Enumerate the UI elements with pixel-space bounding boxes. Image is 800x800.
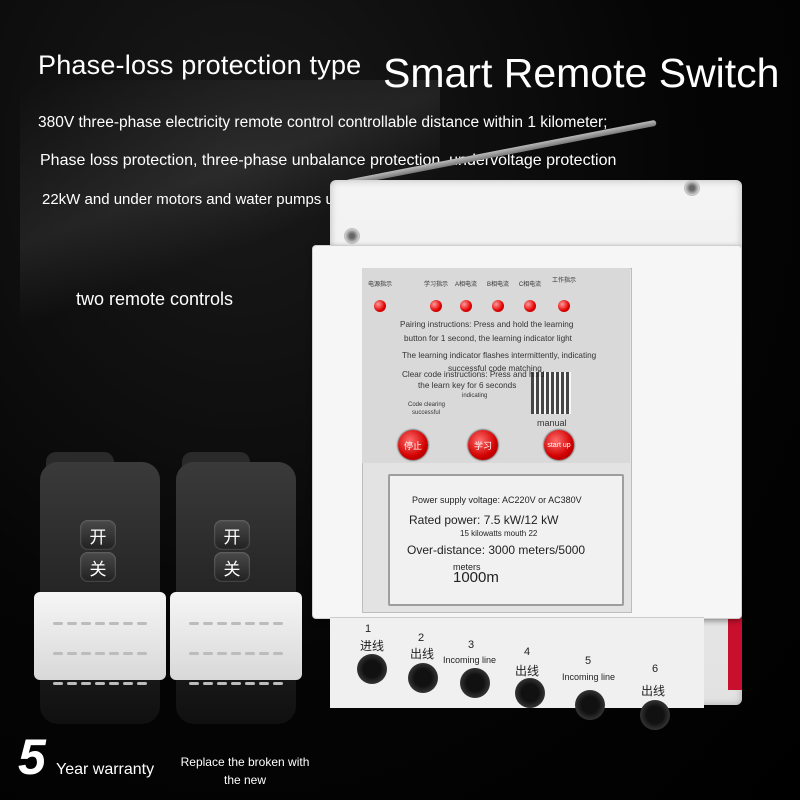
- rating-label-box: [388, 474, 624, 606]
- right-title: Smart Remote Switch: [383, 50, 780, 96]
- terminal-number: 5: [585, 655, 592, 667]
- supply-voltage-text: Power supply voltage: AC220V or AC380V: [412, 495, 582, 505]
- instruction-line: Code clearing: [408, 402, 446, 408]
- rated-power-subtext: 15 kilowatts mouth 22: [460, 529, 538, 538]
- terminal-number: 3: [468, 639, 475, 651]
- screw-icon: [344, 228, 360, 244]
- distance-big: 1000m: [453, 569, 499, 586]
- phase-c-led: [524, 300, 536, 312]
- learn-indicator-led: [430, 300, 442, 312]
- terminal-label: Incoming line: [562, 672, 616, 682]
- terminal-hole: [640, 700, 670, 730]
- instruction-line: button for 1 second, the learning indica…: [404, 334, 572, 343]
- remote-1-on-button[interactable]: 开: [80, 520, 116, 550]
- rated-power-text: Rated power: 7.5 kW/12 kW: [409, 513, 559, 527]
- indicator-label: 电源指示: [368, 282, 393, 288]
- remote-2-off-button[interactable]: 关: [214, 552, 250, 582]
- terminal-hole: [460, 668, 490, 698]
- terminal-hole: [515, 678, 545, 708]
- start-button[interactable]: start up: [544, 430, 574, 460]
- indicator-label: 工作指示: [552, 278, 577, 284]
- terminal-number: 6: [652, 663, 659, 675]
- replace-text: Replace the broken with the new: [180, 755, 310, 787]
- feature-line-2: Phase loss protection, three-phase unbal…: [40, 152, 617, 169]
- warranty-number: 5: [18, 729, 46, 785]
- distance-continued: meters: [453, 562, 481, 572]
- terminal-label: 出线: [410, 647, 435, 661]
- terminal-hole: [408, 663, 438, 693]
- remote-1-clip: [34, 592, 166, 685]
- terminal-number: 4: [524, 646, 531, 658]
- indicator-label: A相电流: [454, 282, 477, 288]
- stop-button[interactable]: 停止: [398, 430, 428, 460]
- power-indicator-led: [374, 300, 386, 312]
- feature-line-3: 22kW and under motors and water pumps us…: [42, 191, 410, 208]
- terminal-label: 出线: [515, 664, 540, 678]
- remote-2-clip: [170, 592, 302, 685]
- left-title: Phase-loss protection type: [38, 50, 362, 80]
- indicator-label: 学习指示: [424, 282, 449, 288]
- terminal-number: 1: [365, 623, 372, 635]
- instruction-line: successful code matching: [448, 364, 542, 373]
- warranty-text: Year warranty: [56, 761, 155, 778]
- work-indicator-led: [558, 300, 570, 312]
- remote-2-on-button[interactable]: 开: [214, 520, 250, 550]
- terminal-label: 进线: [360, 639, 385, 653]
- learn-button[interactable]: 学习: [468, 430, 498, 460]
- instruction-line: Clear code instructions: Press and hold: [402, 370, 545, 379]
- indicator-label: C相电流: [518, 282, 542, 288]
- terminal-hole: [357, 654, 387, 684]
- phase-b-led: [492, 300, 504, 312]
- instruction-line: the learn key for 6 seconds: [418, 381, 517, 390]
- terminal-label: 出线: [641, 684, 666, 698]
- qr-caption: manual: [537, 418, 567, 428]
- terminal-hole: [575, 690, 605, 720]
- distance-text: Over-distance: 3000 meters/5000: [407, 543, 586, 557]
- indicator-label: B相电流: [486, 282, 509, 288]
- terminal-label: Incoming line: [443, 655, 497, 665]
- feature-line-1: 380V three-phase electricity remote cont…: [38, 114, 608, 131]
- terminal-number: 2: [418, 632, 425, 644]
- instruction-line: The learning indicator flashes intermitt…: [402, 351, 597, 360]
- qr-code-icon: [531, 372, 571, 414]
- phase-a-led: [460, 300, 472, 312]
- instruction-line: successful: [412, 410, 441, 416]
- remotes-label: two remote controls: [76, 289, 234, 309]
- remote-1-off-button[interactable]: 关: [80, 552, 116, 582]
- screw-icon: [684, 180, 700, 196]
- instruction-line: indicating: [462, 393, 488, 399]
- instruction-line: Pairing instructions: Press and hold the…: [400, 320, 574, 329]
